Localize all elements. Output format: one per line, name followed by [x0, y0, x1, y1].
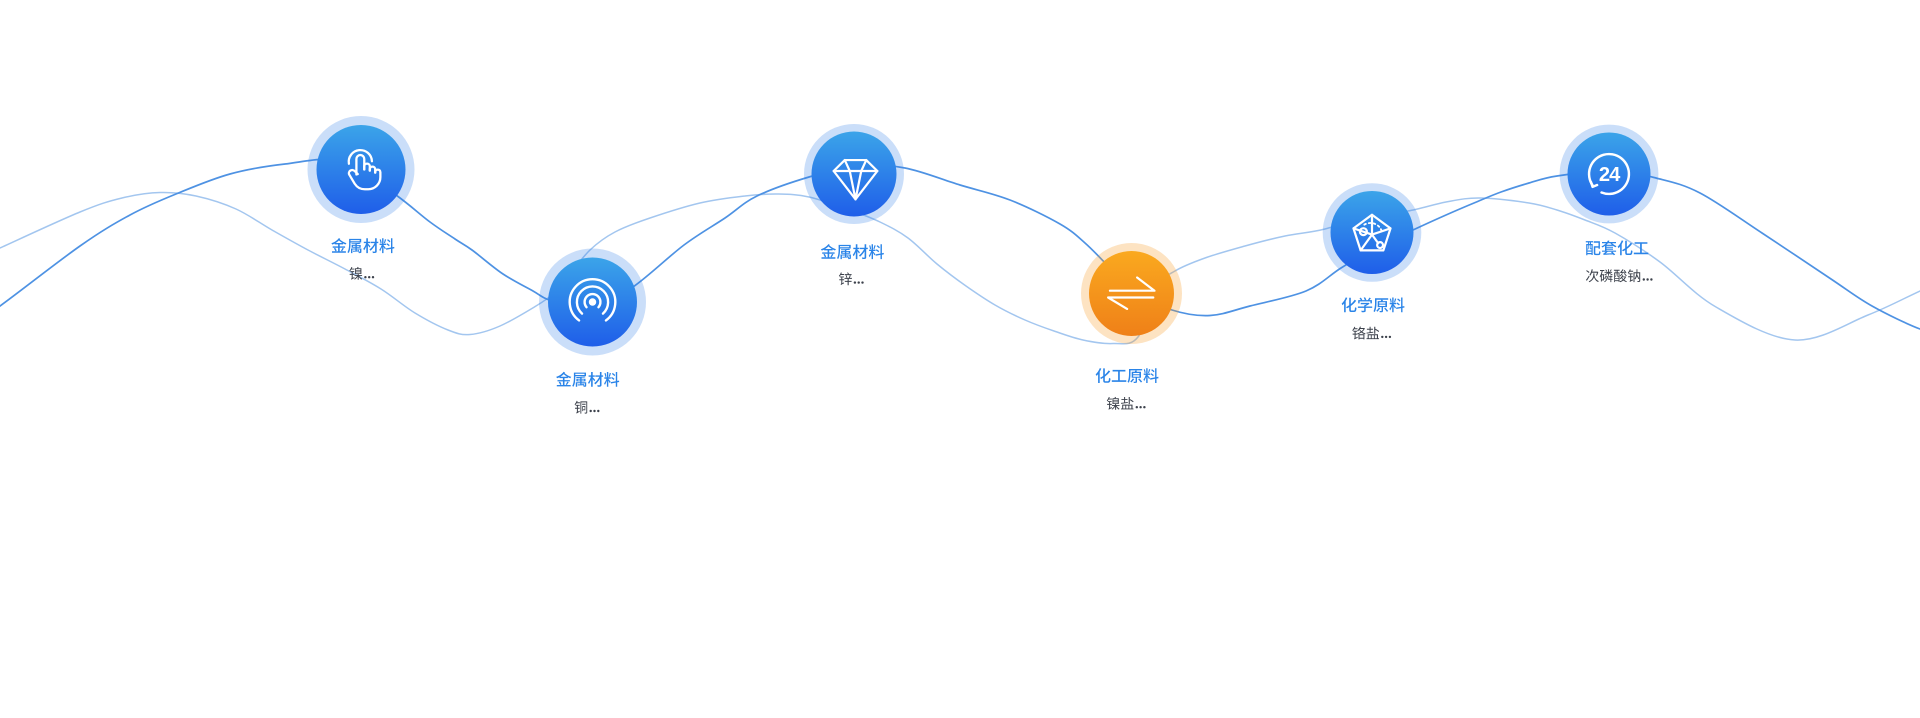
- svg-text:24: 24: [1599, 164, 1621, 186]
